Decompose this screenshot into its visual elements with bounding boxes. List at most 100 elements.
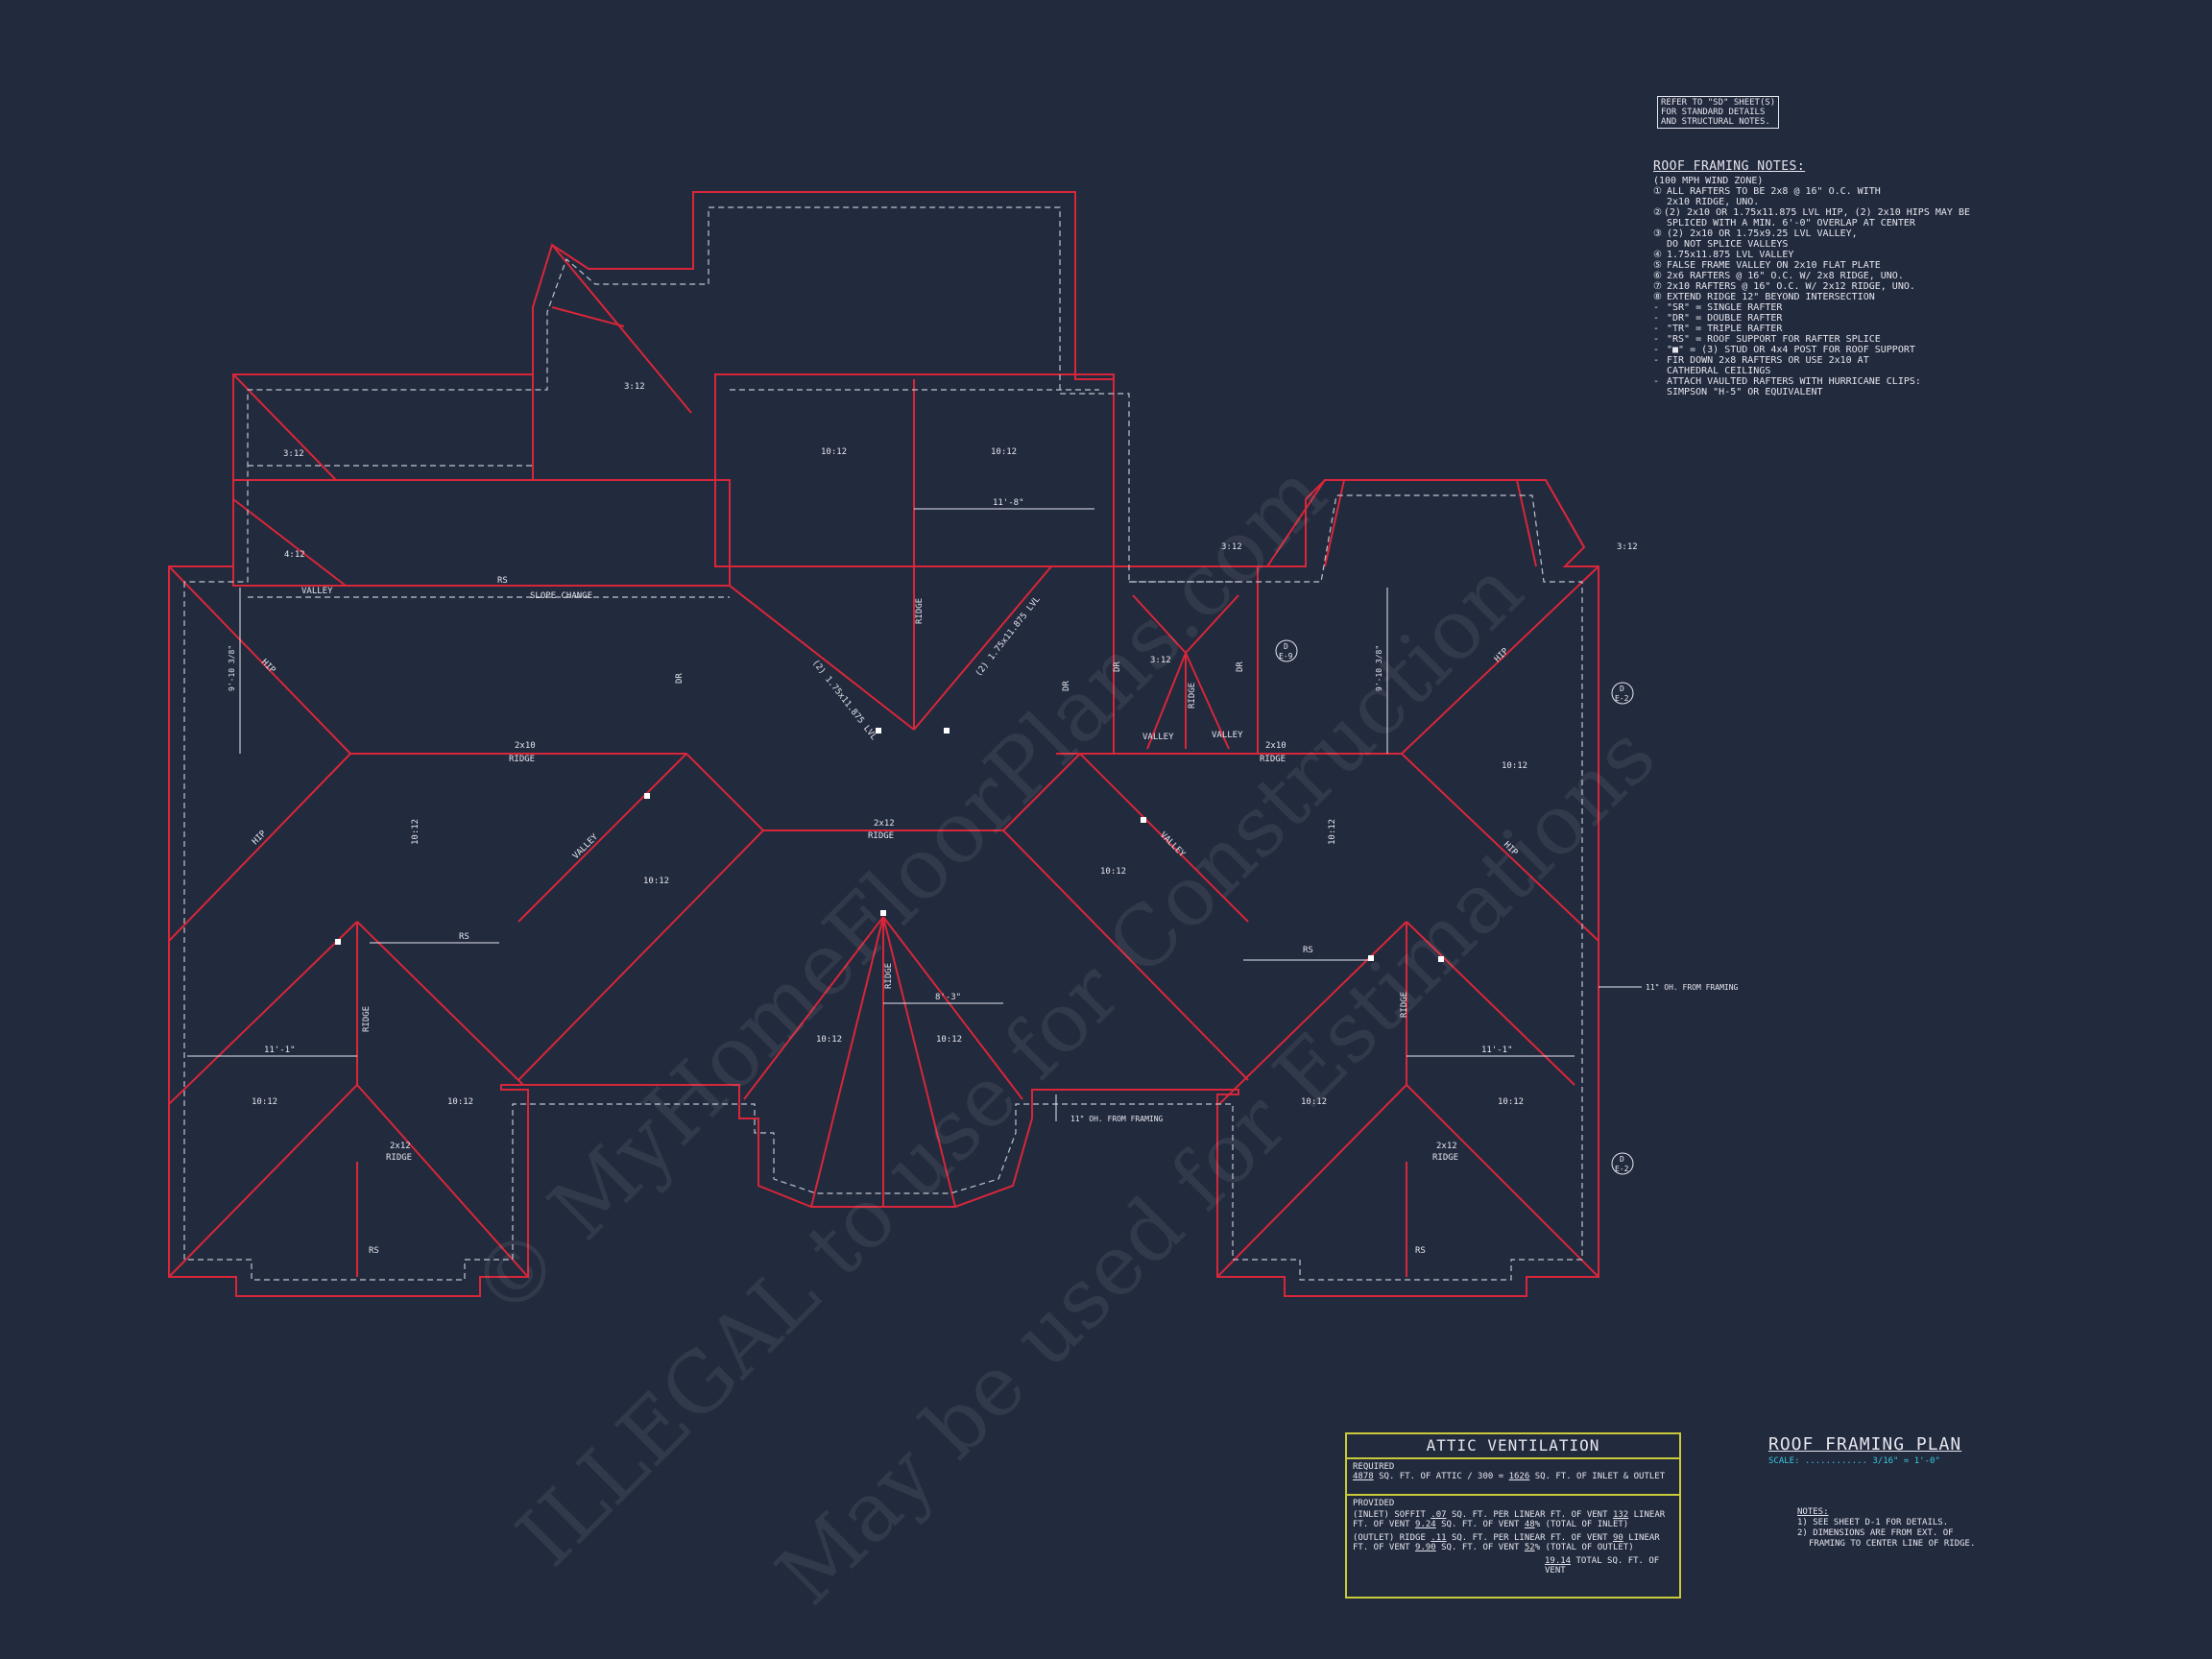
soffit-pct: 48 <box>1524 1520 1535 1529</box>
inlet-row: (INLET) SOFFIT .07 SQ. FT. PER LINEAR FT… <box>1353 1510 1666 1529</box>
roof-note-number: - <box>1653 313 1660 324</box>
roof-note-number <box>1653 197 1667 207</box>
soffit-sqft: 9.24 <box>1415 1520 1436 1529</box>
roof-note-row: ⑤ FALSE FRAME VALLEY ON 2x10 FLAT PLATE <box>1653 260 1970 271</box>
dim-11-8: 11'-8" <box>993 498 1024 508</box>
roof-note-row: 2x10 RIDGE, UNO. <box>1653 197 1970 207</box>
rs-label-bottom-right: RS <box>1415 1246 1426 1256</box>
attic-ventilation-title: ATTIC VENTILATION <box>1347 1434 1679 1459</box>
dim-11-1-left: 11'-1" <box>264 1046 296 1055</box>
roof-note-number <box>1653 387 1667 397</box>
ridge-vertical-1: RIDGE <box>915 598 925 624</box>
roof-note-row: SPLICED WITH A MIN. 6'-0" OVERLAP AT CEN… <box>1653 218 1970 228</box>
pitch-2: 10:12 <box>991 447 1017 457</box>
roof-note-number: - <box>1653 345 1660 355</box>
ridge-per-lf: .11 <box>1431 1533 1447 1543</box>
plan-title: ROOF FRAMING PLAN <box>1768 1434 1962 1455</box>
total-text: TOTAL SQ. FT. OF VENT <box>1545 1556 1660 1575</box>
pitch-19: 3:12 <box>1617 542 1638 552</box>
rs-label-right: RS <box>1303 946 1313 955</box>
roof-note-number: - <box>1653 376 1660 387</box>
dr-label-1: DR <box>675 673 685 684</box>
ridge-label-left: RIDGE <box>509 755 535 764</box>
outlet-row: (OUTLET) RIDGE .11 SQ. FT. PER LINEAR FT… <box>1353 1533 1660 1552</box>
plan-note-1: 1) SEE SHEET D-1 FOR DETAILS. <box>1797 1518 1949 1527</box>
roof-note-row: -"RS" = ROOF SUPPORT FOR RAFTER SPLICE <box>1653 334 1970 345</box>
ridge-vertical-5: RIDGE <box>884 963 894 989</box>
valley-label-4: VALLEY <box>1142 733 1174 742</box>
roof-note-number: ⑥ <box>1653 271 1662 281</box>
ridge-label-right: RIDGE <box>1260 755 1286 764</box>
soffit-lf: 132 <box>1612 1510 1629 1520</box>
ridge-front-left: RIDGE <box>386 1153 412 1163</box>
pitch-6: 10:12 <box>1328 819 1337 845</box>
outlet-total-text: (TOTAL OF OUTLET) <box>1545 1543 1634 1552</box>
reference-note: REFER TO "SD" SHEET(S) FOR STANDARD DETA… <box>1657 96 1780 129</box>
ridge-size-right: 2x10 <box>1265 741 1286 751</box>
inlet-total-text: (TOTAL OF INLET) <box>1545 1520 1629 1529</box>
roof-note-number: - <box>1653 355 1660 366</box>
roof-note-text: SIMPSON "H-5" OR EQUIVALENT <box>1667 387 1823 397</box>
ridge-front-right: RIDGE <box>1432 1153 1458 1163</box>
roof-note-number: - <box>1653 334 1660 345</box>
dim-11-1-right: 11'-1" <box>1481 1046 1513 1055</box>
roof-note-row: -"■" = (3) STUD OR 4x4 POST FOR ROOF SUP… <box>1653 345 1970 355</box>
pitch-8: 10:12 <box>936 1035 962 1045</box>
pitch-14: 3:12 <box>624 382 645 392</box>
rs-label-left: RS <box>459 932 469 942</box>
roof-note-text: FALSE FRAME VALLEY ON 2x10 FLAT PLATE <box>1667 260 1881 271</box>
valley-label-1: VALLEY <box>301 587 333 596</box>
roof-note-text: ATTACH VAULTED RAFTERS WITH HURRICANE CL… <box>1667 376 1921 387</box>
roof-note-text: 2x6 RAFTERS @ 16" O.C. W/ 2x8 RIDGE, UNO… <box>1667 271 1904 281</box>
pitch-4: 10:12 <box>643 877 669 886</box>
attic-sqft-text: SQ. FT. OF ATTIC / 300 = <box>1379 1472 1504 1481</box>
roof-note-text: EXTEND RIDGE 12" BEYOND INTERSECTION <box>1667 292 1875 302</box>
pitch-13: 10:12 <box>1502 761 1527 771</box>
ridge-pct: 52 <box>1524 1543 1535 1552</box>
plan-note-3: FRAMING TO CENTER LINE OF RIDGE. <box>1809 1539 1976 1549</box>
pitch-15: 3:12 <box>283 449 304 459</box>
roof-note-text: 1.75x11.875 LVL VALLEY <box>1667 250 1794 260</box>
roof-note-number: ④ <box>1653 250 1662 260</box>
section-e2-1: E-2 <box>1615 694 1629 703</box>
hip-label-1: HIP <box>259 658 277 676</box>
roof-note-row: ③(2) 2x10 OR 1.75x9.25 LVL VALLEY, <box>1653 228 1970 239</box>
ridge-vertical-3: RIDGE <box>1400 992 1409 1018</box>
ridge-2x12-front-right: 2x12 <box>1436 1142 1457 1151</box>
roof-note-text: 2x10 RIDGE, UNO. <box>1667 197 1760 207</box>
dim-9-10-right: 9'-10 3/8" <box>1375 645 1383 691</box>
roof-note-number: ③ <box>1653 228 1662 239</box>
roof-note-number: ⑤ <box>1653 260 1662 271</box>
roof-note-number <box>1653 366 1667 376</box>
roof-note-text: SPLICED WITH A MIN. 6'-0" OVERLAP AT CEN… <box>1667 218 1915 228</box>
wall-line-outline <box>183 206 1583 1281</box>
roof-note-row: -"DR" = DOUBLE RAFTER <box>1653 313 1970 324</box>
ridge-vertical-2: RIDGE <box>362 1006 372 1032</box>
pitch-11: 10:12 <box>1301 1097 1327 1107</box>
roof-note-number <box>1653 239 1667 250</box>
roof-note-row: -FIR DOWN 2x8 RAFTERS OR USE 2x10 AT <box>1653 355 1970 366</box>
roof-note-number <box>1653 218 1667 228</box>
roof-note-number: ⑧ <box>1653 292 1662 302</box>
lvl-valley-label-right: (2) 1.75x11.875 LVL <box>974 595 1042 679</box>
pitch-1: 10:12 <box>821 447 847 457</box>
required-vent-text: SQ. FT. OF INLET & OUTLET <box>1534 1472 1666 1481</box>
pitch-16: 3:12 <box>1150 656 1171 665</box>
pitch-7: 10:12 <box>816 1035 842 1045</box>
ridge-per-lf-text: SQ. FT. PER LINEAR FT. OF VENT <box>1451 1533 1608 1543</box>
hip-label-2: HIP <box>251 829 269 847</box>
soffit-per-lf: .07 <box>1431 1510 1447 1520</box>
roof-note-number: ① <box>1653 186 1662 197</box>
wind-zone: (100 MPH WIND ZONE) <box>1653 176 1764 186</box>
roof-note-row: -ATTACH VAULTED RAFTERS WITH HURRICANE C… <box>1653 376 1970 387</box>
rs-label-bottom-left: RS <box>369 1246 379 1256</box>
attic-ventilation-box: ATTIC VENTILATION REQUIRED 4878 SQ. FT. … <box>1345 1432 1681 1599</box>
dim-9-10-left: 9'-10 3/8" <box>228 645 236 691</box>
pitch-12: 10:12 <box>1498 1097 1524 1107</box>
soffit-sqft-text: SQ. FT. OF VENT <box>1441 1520 1520 1529</box>
plan-scale: SCALE: ............ 3/16" = 1'-0" <box>1768 1456 1940 1466</box>
pitch-3: 10:12 <box>411 819 421 845</box>
ridge-lf-text: LINEAR FT. OF VENT <box>1353 1533 1660 1552</box>
pitch-5: 10:12 <box>1100 867 1126 877</box>
